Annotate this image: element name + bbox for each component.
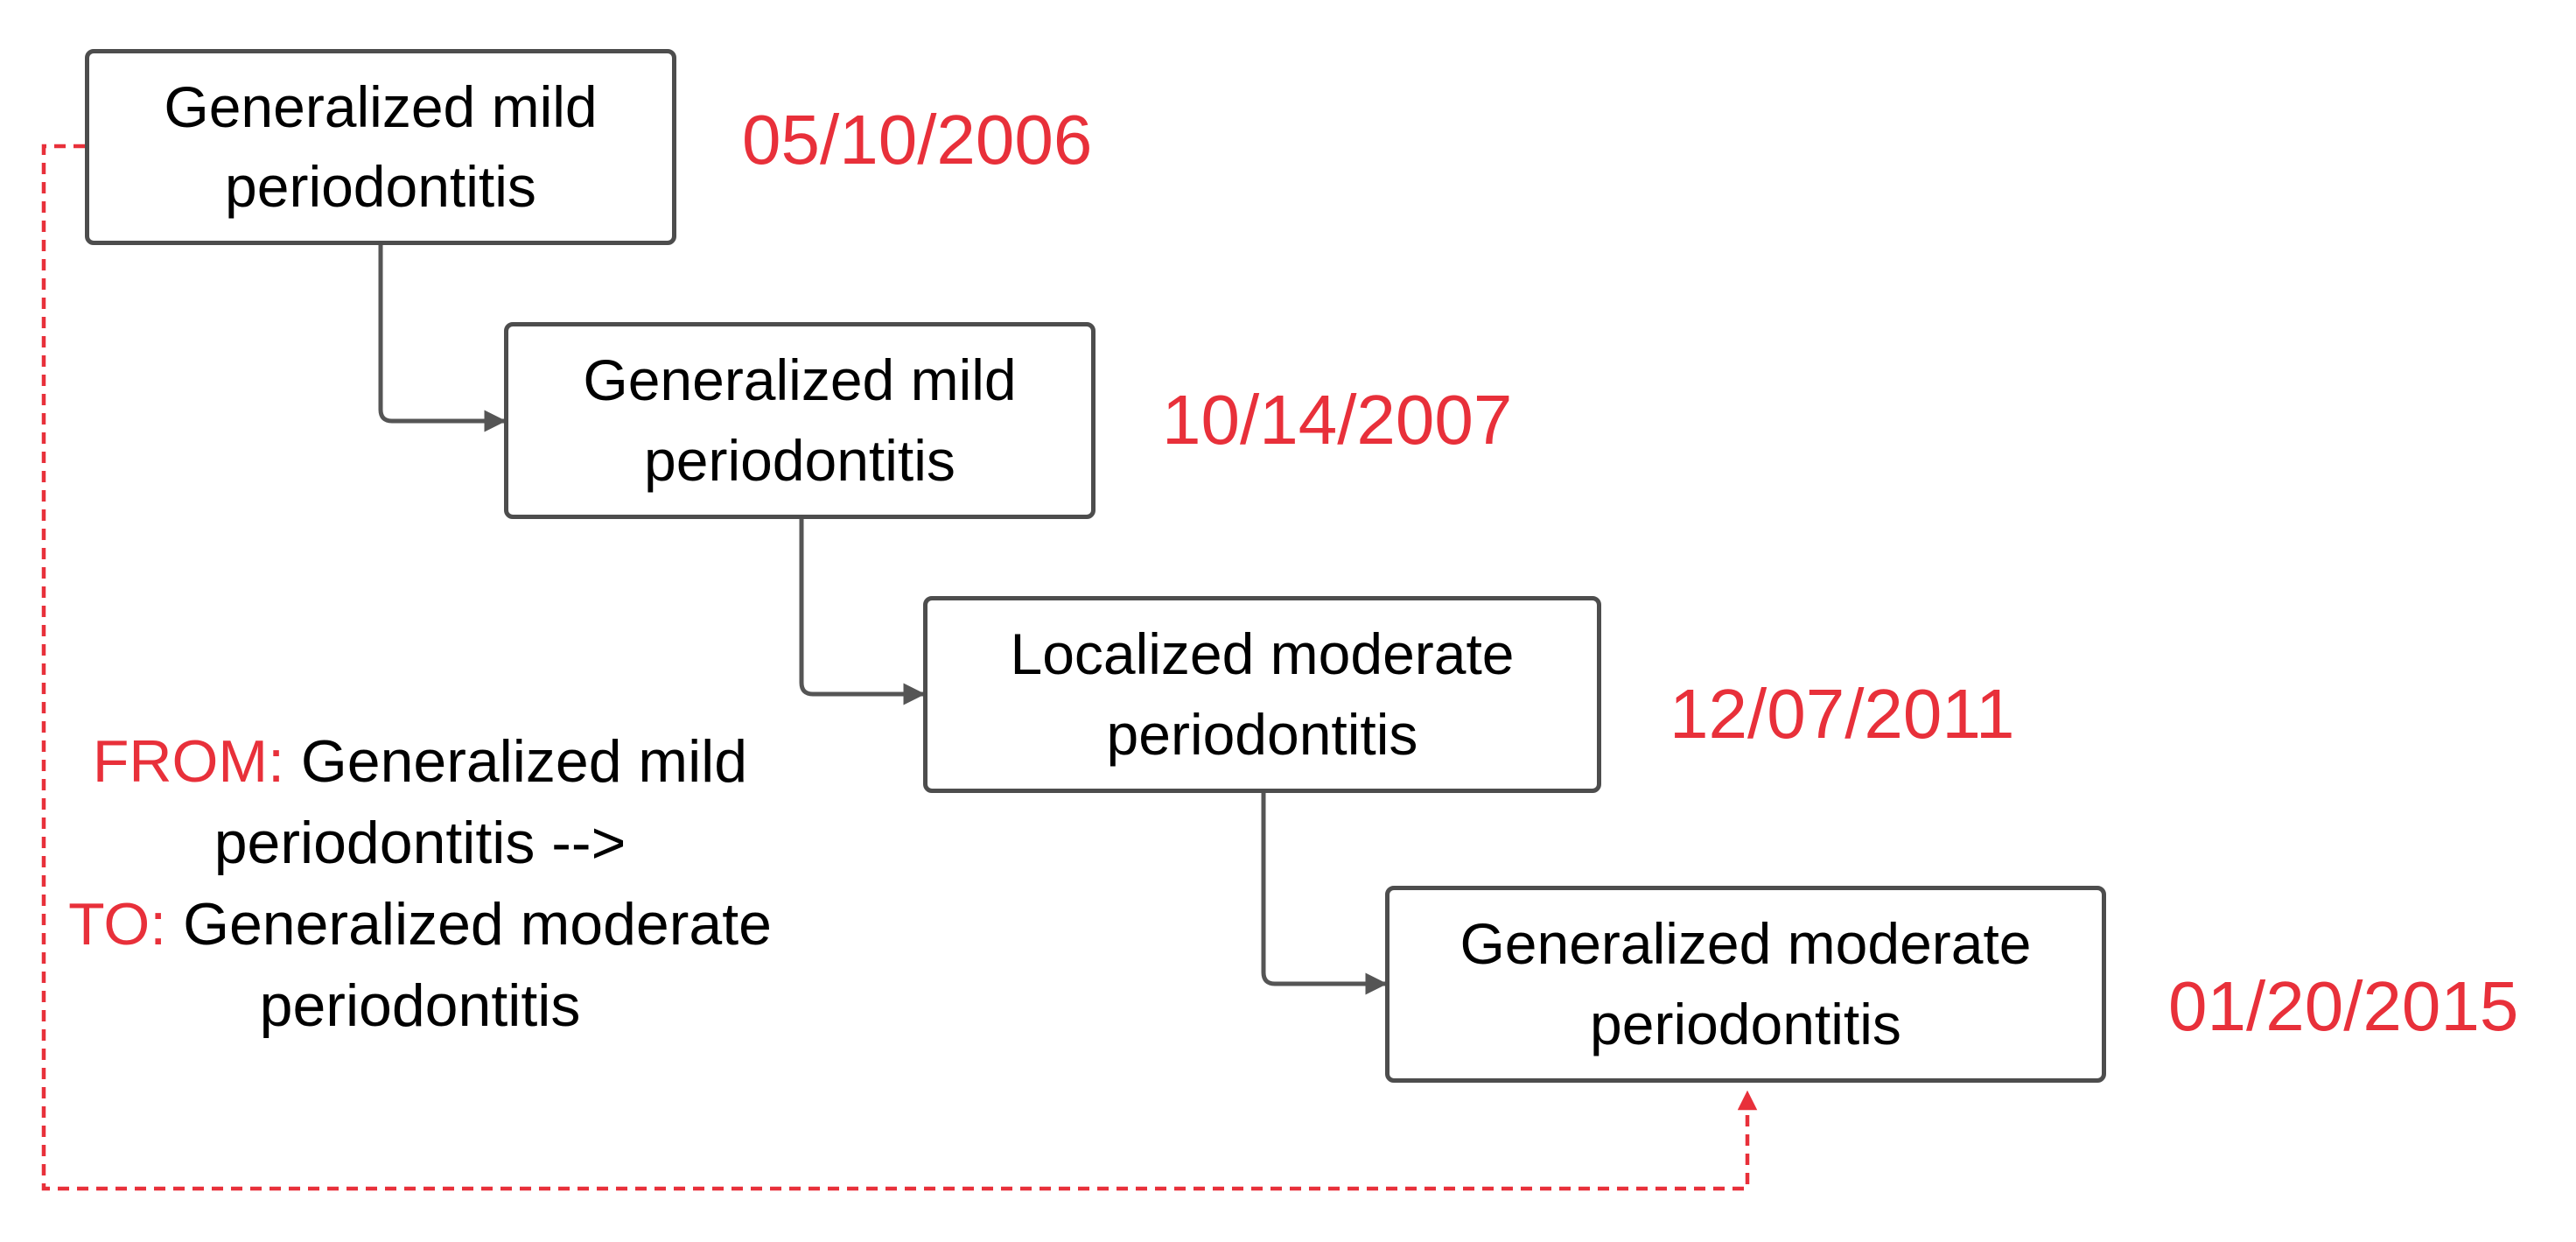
to-text: Generalized moderate periodontitis [183, 891, 772, 1040]
transition-note: FROM: Generalized mild periodontitis -->… [52, 721, 788, 1048]
diagnosis-box-3: Localized moderate periodontitis [923, 596, 1601, 793]
from-label: FROM: [92, 728, 284, 795]
connector-arrow-1-to-2 [378, 245, 507, 432]
dashed-transition-arrow [41, 144, 1758, 1191]
diagnosis-box-2: Generalized mild periodontitis [504, 322, 1096, 519]
diagnosis-label-4: Generalized moderate periodontitis [1460, 911, 2032, 1056]
diagnosis-box-4: Generalized moderate periodontitis [1385, 886, 2106, 1083]
from-text: Generalized mild periodontitis --> [214, 728, 748, 877]
diagnosis-date-2: 10/14/2007 [1162, 381, 1513, 459]
diagnosis-date-1: 05/10/2006 [742, 101, 1093, 179]
diagnosis-box-1: Generalized mild periodontitis [85, 49, 676, 245]
diagnosis-date-3: 12/07/2011 [1670, 675, 2015, 753]
diagnosis-date-4: 01/20/2015 [2168, 967, 2519, 1045]
to-label: TO: [68, 891, 167, 958]
connector-arrow-2-to-3 [799, 519, 926, 705]
connector-arrow-3-to-4 [1261, 793, 1388, 995]
diagnosis-label-3: Localized moderate periodontitis [1010, 621, 1515, 767]
diagnosis-label-1: Generalized mild periodontitis [164, 74, 598, 219]
diagnosis-label-2: Generalized mild periodontitis [583, 347, 1017, 493]
